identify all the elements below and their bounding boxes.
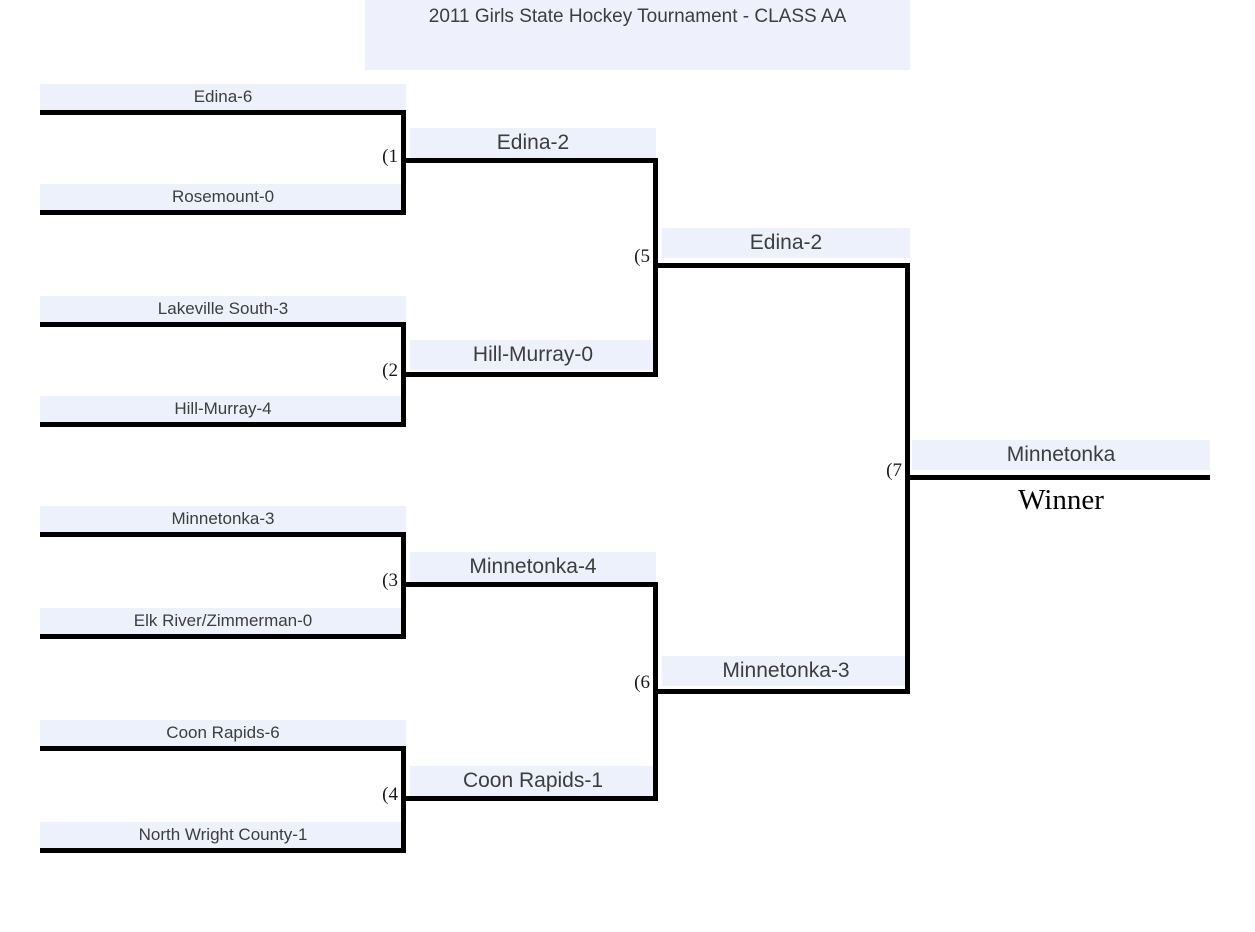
winner-label-game3: Minnetonka-4 xyxy=(410,552,656,582)
game-number-1: (1 xyxy=(382,146,398,167)
tournament-title: 2011 Girls State Hockey Tournament - CLA… xyxy=(428,6,847,27)
bracket-line xyxy=(40,634,406,639)
bracket-line xyxy=(401,158,658,163)
bracket-line xyxy=(40,746,406,751)
bracket-line xyxy=(653,263,910,268)
team-label-game3-top: Minnetonka-3 xyxy=(40,506,406,532)
team-label-game2-top: Lakeville South-3 xyxy=(40,296,406,322)
game-number-3: (3 xyxy=(382,570,398,591)
team-label-game1-bottom: Rosemount-0 xyxy=(40,184,406,210)
game-number-2: (2 xyxy=(382,360,398,381)
team-label-game2-bottom: Hill-Murray-4 xyxy=(40,396,406,422)
winner-label-game4: Coon Rapids-1 xyxy=(410,766,656,796)
bracket-line xyxy=(40,532,406,537)
game-number-5: (5 xyxy=(634,246,650,267)
winner-label-game2: Hill-Murray-0 xyxy=(410,340,656,370)
bracket-line xyxy=(905,475,1210,480)
team-label-game4-bottom: North Wright County-1 xyxy=(40,822,406,848)
bracket-line xyxy=(40,848,406,853)
team-label-game1-top: Edina-6 xyxy=(40,84,406,110)
game-number-6: (6 xyxy=(634,672,650,693)
bracket-line xyxy=(653,689,910,694)
team-label-game3-bottom: Elk River/Zimmerman-0 xyxy=(40,608,406,634)
bracket-line xyxy=(401,582,658,587)
winner-label-game5: Edina-2 xyxy=(662,228,910,258)
game-number-7: (7 xyxy=(886,460,902,481)
bracket-line xyxy=(40,110,406,115)
bracket-line xyxy=(401,796,658,801)
winner-label-game6: Minnetonka-3 xyxy=(662,656,910,686)
bracket-line xyxy=(40,422,406,427)
team-label-game4-top: Coon Rapids-6 xyxy=(40,720,406,746)
bracket-line xyxy=(40,322,406,327)
champion-label: Minnetonka xyxy=(912,440,1210,470)
winner-caption: Winner xyxy=(1018,484,1104,516)
winner-label-game1: Edina-2 xyxy=(410,128,656,158)
title-box: 2011 Girls State Hockey Tournament - CLA… xyxy=(365,0,910,70)
game-number-4: (4 xyxy=(382,784,398,805)
bracket-line xyxy=(401,372,658,377)
bracket-line xyxy=(40,210,406,215)
